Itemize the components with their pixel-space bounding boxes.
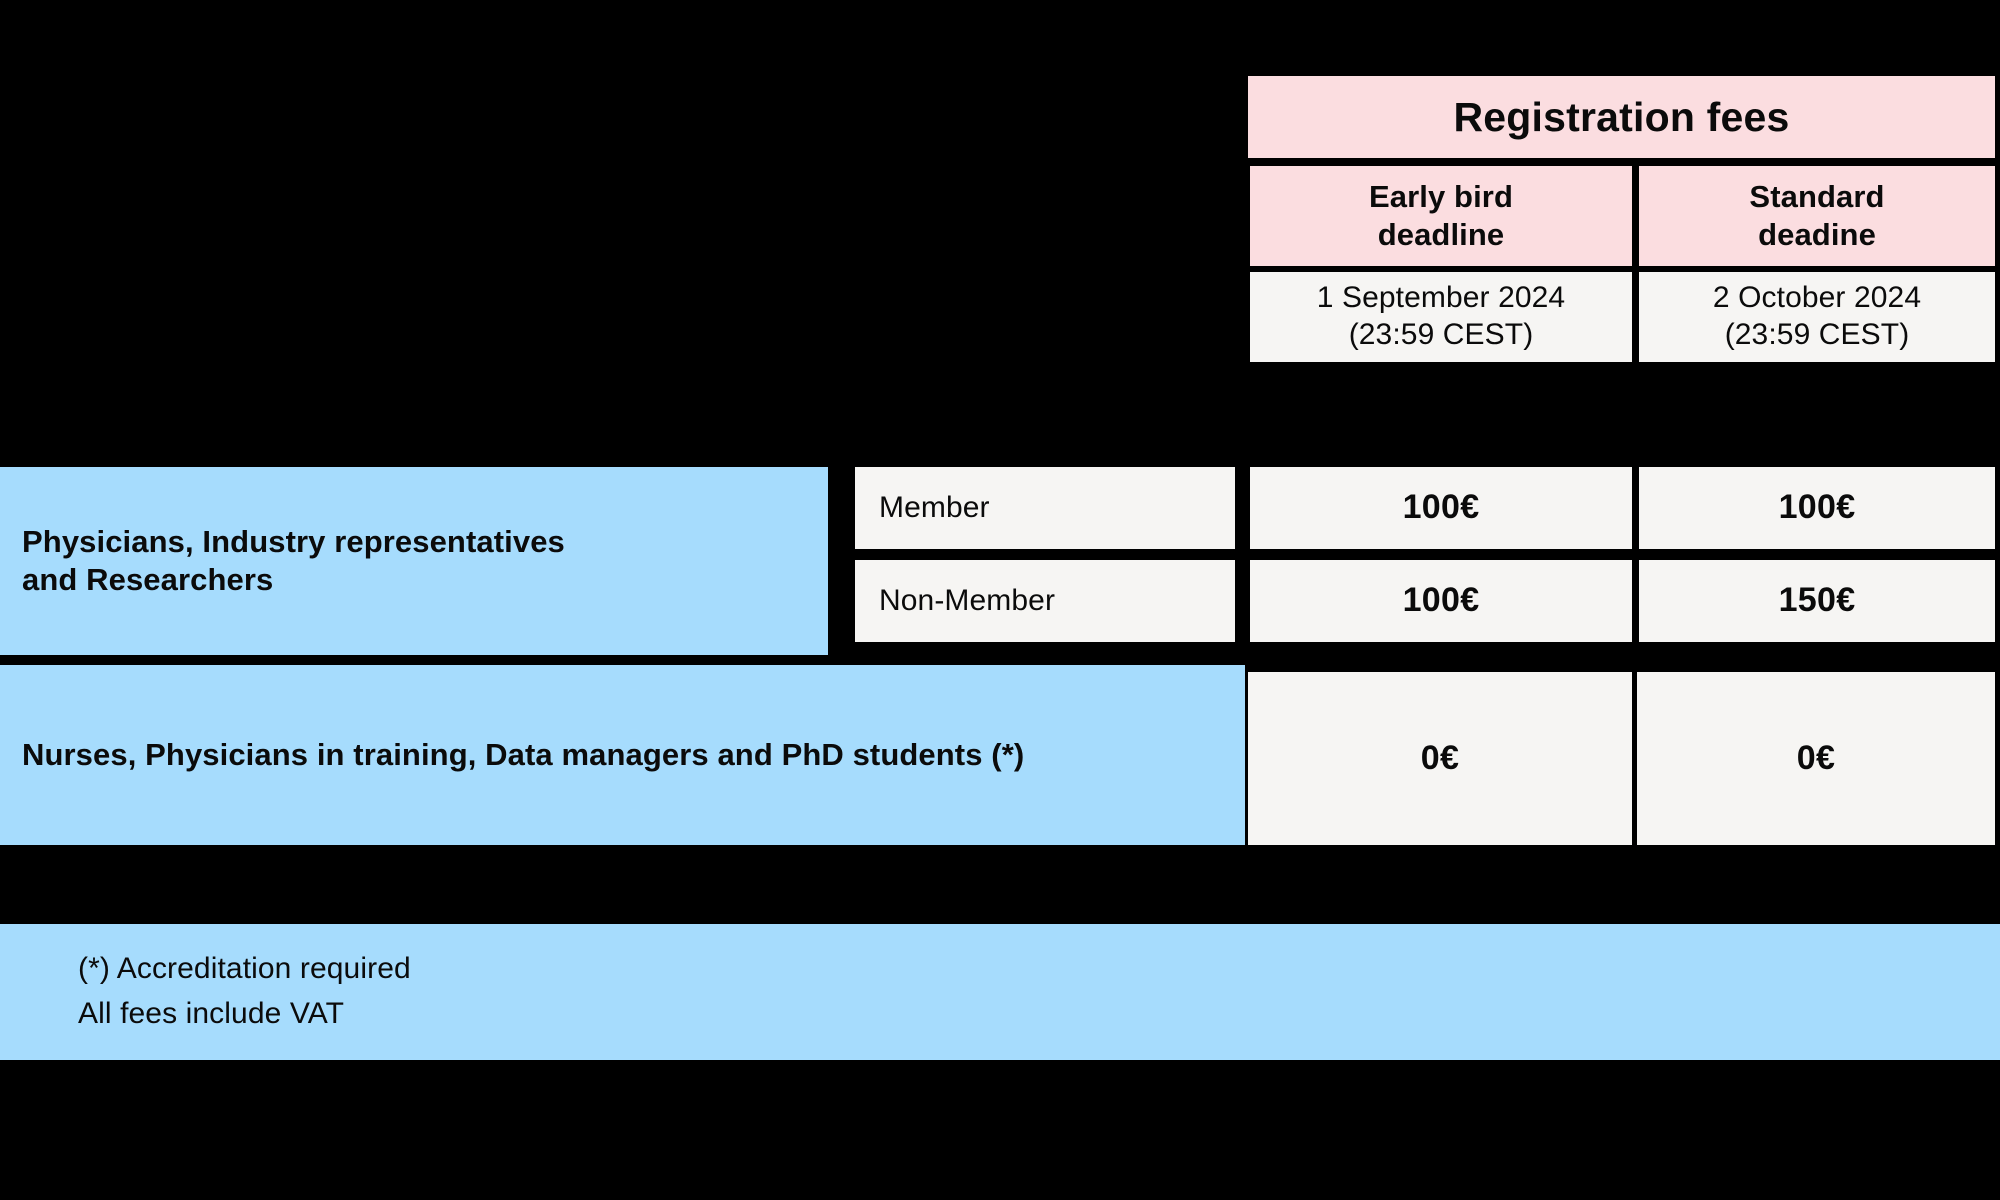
footnote-vat: All fees include VAT	[78, 997, 345, 1030]
row-label-member: Member	[855, 467, 1235, 549]
fee-non-member-standard: 150€	[1639, 560, 1995, 642]
category-label-physicians: Physicians, Industry representatives and…	[0, 467, 828, 655]
fee-non-member-early-bird: 100€	[1250, 560, 1632, 642]
column-header-early-bird: Early bird deadline	[1250, 166, 1632, 266]
fee-member-early-bird: 100€	[1250, 467, 1632, 549]
column-date-standard: 2 October 2024 (23:59 CEST)	[1639, 272, 1995, 362]
row-label-non-member: Non-Member	[855, 560, 1235, 642]
fee-nurses-standard: 0€	[1637, 672, 1995, 845]
column-date-early-bird: 1 September 2024 (23:59 CEST)	[1250, 272, 1632, 362]
fee-member-standard: 100€	[1639, 467, 1995, 549]
registration-fees-header: Registration fees	[1248, 76, 1995, 158]
footnote-banner: (*) Accreditation required All fees incl…	[0, 924, 2000, 1060]
footnote-accreditation: (*) Accreditation required	[78, 952, 411, 986]
category-label-nurses: Nurses, Physicians in training, Data man…	[0, 665, 1245, 845]
column-header-standard: Standard deadine	[1639, 166, 1995, 266]
fee-nurses-early-bird: 0€	[1248, 672, 1632, 845]
